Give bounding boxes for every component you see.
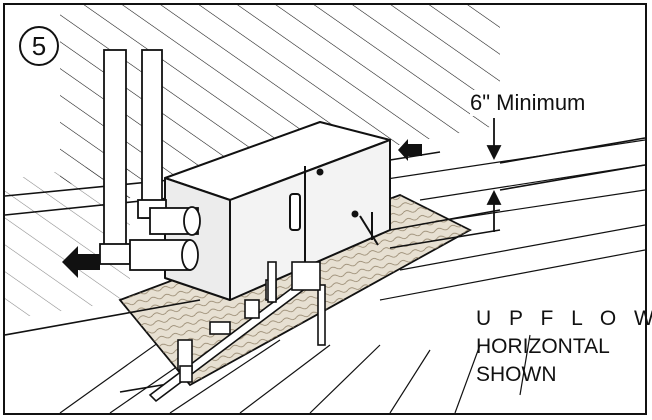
figure-border: [3, 3, 647, 415]
hatched-wall-lower: [5, 160, 130, 320]
clearance-arrow-icon: [486, 118, 502, 232]
configuration-caption: U P F L O W / HORIZONTAL SHOWN: [476, 305, 652, 389]
caption-line-1: U P F L O W /: [476, 307, 652, 330]
airflow-out-arrow-icon: [62, 246, 100, 278]
clearance-label: 6" Minimum: [470, 90, 586, 116]
airflow-in-arrow-icon: [398, 139, 422, 161]
hatched-wall: [60, 5, 500, 200]
caption-line-3: SHOWN: [476, 363, 557, 386]
caption-line-2: HORIZONTAL: [476, 335, 610, 358]
vent-pipes: [99, 49, 201, 271]
gas-piping: [148, 261, 326, 403]
step-number-badge: 5: [19, 26, 59, 66]
